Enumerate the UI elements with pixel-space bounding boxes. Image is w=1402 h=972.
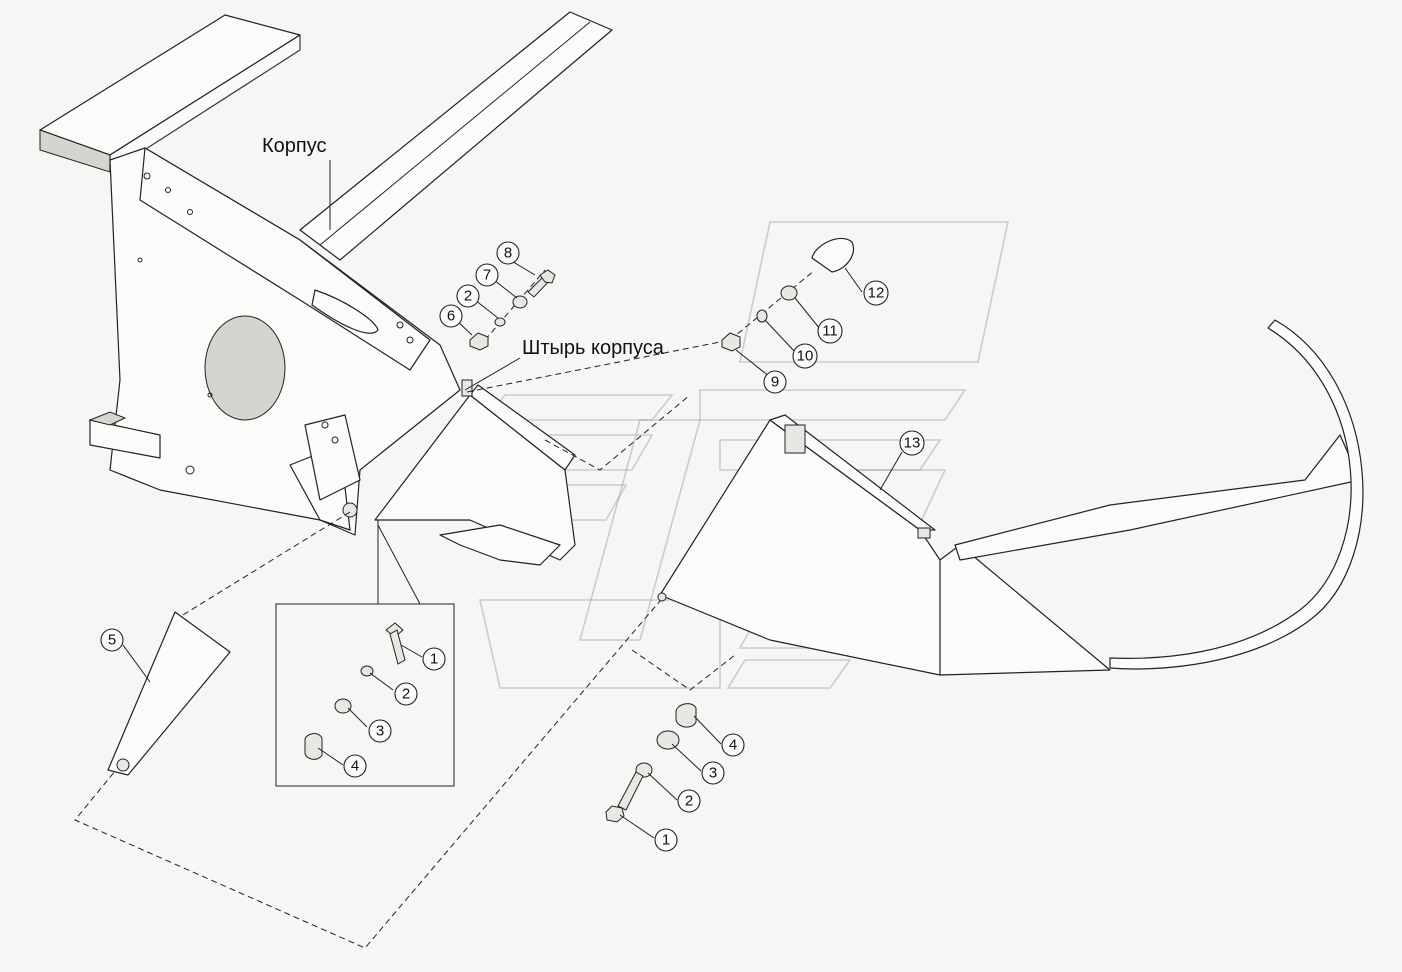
svg-text:3: 3 [709, 765, 717, 782]
callout-3-bottom: 3 [701, 761, 725, 785]
svg-text:2: 2 [464, 288, 472, 305]
body-opening [204, 315, 286, 421]
svg-text:6: 6 [447, 308, 455, 325]
callout-8: 8 [496, 241, 520, 265]
callout-2-bottom: 2 [677, 789, 701, 813]
svg-text:2: 2 [402, 686, 410, 703]
callout-9: 9 [763, 370, 787, 394]
watermark-logo [438, 221, 1009, 689]
callout-2-top: 2 [456, 284, 480, 308]
part-5-plate [107, 611, 231, 776]
body-frame [39, 11, 613, 536]
body-pin-assembly [374, 379, 576, 566]
svg-text:13: 13 [904, 435, 921, 452]
svg-text:4: 4 [351, 758, 359, 775]
callout-6: 6 [439, 304, 463, 328]
hardware-stack-right [721, 237, 854, 352]
svg-text:8: 8 [504, 245, 512, 262]
svg-text:5: 5 [108, 632, 116, 649]
svg-text:1: 1 [430, 651, 438, 668]
callout-1-bottom: 1 [654, 828, 678, 852]
svg-text:11: 11 [822, 323, 838, 340]
callout-10: 10 [792, 343, 818, 369]
hardware-stack-top [469, 269, 556, 351]
callout-5: 5 [100, 628, 124, 652]
svg-text:4: 4 [729, 737, 737, 754]
callout-4-bottom: 4 [721, 733, 745, 757]
callout-13: 13 [899, 430, 925, 456]
leader-lines [122, 160, 903, 839]
svg-text:2: 2 [685, 793, 693, 810]
label-body: Корпус [262, 135, 327, 157]
hardware-stack-bottom [605, 703, 697, 823]
detail-inset [275, 520, 455, 787]
svg-text:10: 10 [797, 348, 814, 365]
svg-text:3: 3 [376, 723, 384, 740]
svg-text:7: 7 [483, 267, 491, 284]
svg-text:9: 9 [771, 374, 779, 391]
part-13-divider [657, 319, 1364, 676]
svg-text:1: 1 [662, 832, 670, 849]
assembly-guides [74, 269, 816, 949]
svg-text:12: 12 [868, 285, 885, 302]
callout-3-inset: 3 [368, 719, 392, 743]
callout-7: 7 [475, 263, 499, 287]
label-body-pin: Штырь корпуса [522, 337, 665, 359]
callout-4-inset: 4 [343, 754, 367, 778]
callout-2-inset: 2 [394, 682, 418, 706]
callout-1-inset: 1 [422, 647, 446, 671]
callout-11: 11 [817, 318, 843, 344]
callout-12: 12 [863, 280, 889, 306]
